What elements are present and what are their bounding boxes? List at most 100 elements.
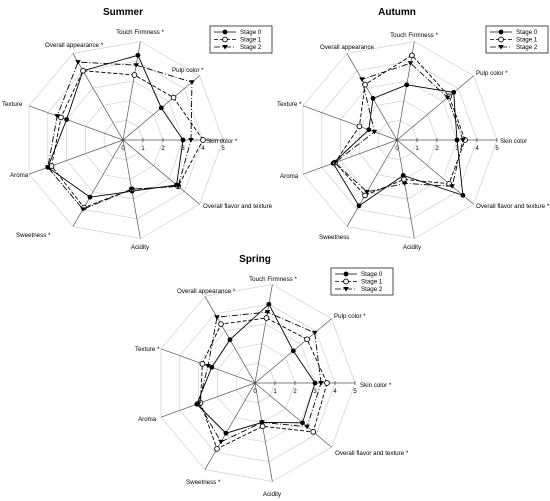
data-point: [218, 321, 224, 327]
data-point: [205, 363, 211, 369]
series-line-stage-2: [334, 62, 464, 193]
legend-marker: [222, 45, 228, 50]
axis-label: Overall appearance *: [177, 288, 236, 295]
data-point: [259, 420, 265, 425]
legend-marker: [222, 29, 228, 35]
data-point: [80, 207, 86, 212]
legend-label: Stage 1: [240, 37, 262, 44]
chart-title: Autumn: [378, 7, 416, 18]
tick-label: 1: [273, 389, 277, 395]
axis-label: Sweetness: [319, 234, 349, 241]
chart-title: Summer: [103, 7, 143, 18]
data-point: [75, 60, 81, 65]
data-point: [214, 445, 220, 452]
axis-label: Skin color *: [360, 382, 392, 389]
grid-ring: [377, 119, 418, 161]
axis-label: Touch Firmness *: [249, 276, 297, 283]
axis-spoke: [204, 382, 256, 470]
data-point: [170, 94, 177, 101]
tick-label: 0: [121, 146, 125, 152]
axis-label: Pulp color *: [476, 70, 508, 77]
legend-label: Stage 2: [361, 286, 383, 293]
data-point: [131, 72, 138, 78]
data-point: [359, 77, 365, 82]
axis-label: Touch Firmness *: [116, 29, 164, 36]
legend-label: Stage 1: [361, 279, 383, 286]
data-point: [135, 52, 141, 58]
tick-label: 2: [435, 146, 439, 152]
axis-label: Overall flavor and texture: [203, 203, 273, 210]
grid-ring: [359, 100, 438, 180]
axis-spoke: [302, 105, 398, 141]
data-point: [259, 423, 266, 430]
axis-spoke: [346, 139, 398, 227]
axis-label: Texture *: [277, 101, 302, 108]
data-point: [312, 380, 318, 386]
data-point: [460, 138, 466, 143]
axis-spoke: [254, 382, 332, 448]
tick-label: 0: [253, 389, 257, 395]
axis-spoke: [396, 75, 474, 141]
data-point: [451, 90, 457, 95]
series-line-stage-0: [332, 84, 464, 207]
tick-label: 0: [395, 146, 399, 152]
data-point: [209, 364, 215, 370]
data-point: [263, 315, 270, 321]
data-point: [87, 194, 93, 200]
grid-ring: [85, 100, 164, 180]
data-point: [54, 114, 61, 119]
axis-spoke: [122, 41, 141, 141]
data-point: [318, 381, 324, 386]
data-point: [401, 176, 407, 183]
legend-label: Stage 2: [516, 44, 538, 51]
legend-label: Stage 0: [361, 271, 383, 278]
grid-ring: [217, 343, 296, 423]
tick-label: 3: [455, 146, 459, 152]
axis-spoke: [396, 139, 474, 205]
data-point: [356, 123, 363, 130]
tick-label: 5: [353, 389, 357, 395]
data-point: [364, 190, 370, 195]
data-point: [175, 184, 181, 189]
legend-marker: [343, 287, 349, 292]
data-point: [366, 127, 372, 133]
grid-ring: [103, 119, 144, 161]
data-point: [304, 424, 310, 430]
tick-label: 5: [221, 146, 225, 152]
data-point: [227, 337, 233, 343]
axis-label: Pulp color *: [172, 67, 204, 74]
axis-label: Overall appearance *: [45, 42, 104, 49]
axis-spoke: [72, 139, 124, 227]
axis-spoke: [160, 382, 256, 418]
axis-spoke: [254, 382, 273, 482]
legend-marker: [343, 271, 349, 277]
grid-ring: [321, 60, 478, 220]
data-point: [409, 52, 415, 59]
data-point: [45, 165, 51, 170]
data-point: [195, 401, 202, 407]
data-point: [370, 96, 376, 101]
axis-label: Texture: [2, 101, 23, 108]
tick-label: 5: [495, 146, 499, 152]
axis-label: Acidity: [403, 244, 422, 251]
axis-spoke: [122, 139, 200, 205]
axis-label: Overall flavor and texture *: [476, 203, 550, 210]
data-point: [223, 430, 229, 436]
data-point: [454, 137, 460, 143]
data-point: [371, 129, 378, 135]
legend-label: Stage 0: [240, 29, 262, 36]
series-line-stage-1: [51, 70, 204, 209]
data-point: [362, 192, 368, 199]
axis-label: Overall appearance: [320, 44, 375, 51]
grid-ring: [235, 362, 276, 404]
data-point: [332, 160, 338, 166]
axis-spoke: [28, 139, 124, 175]
tick-label: 3: [313, 389, 317, 395]
grid-ring: [160, 284, 356, 482]
tick-label: 4: [333, 389, 337, 395]
data-point: [310, 429, 317, 435]
